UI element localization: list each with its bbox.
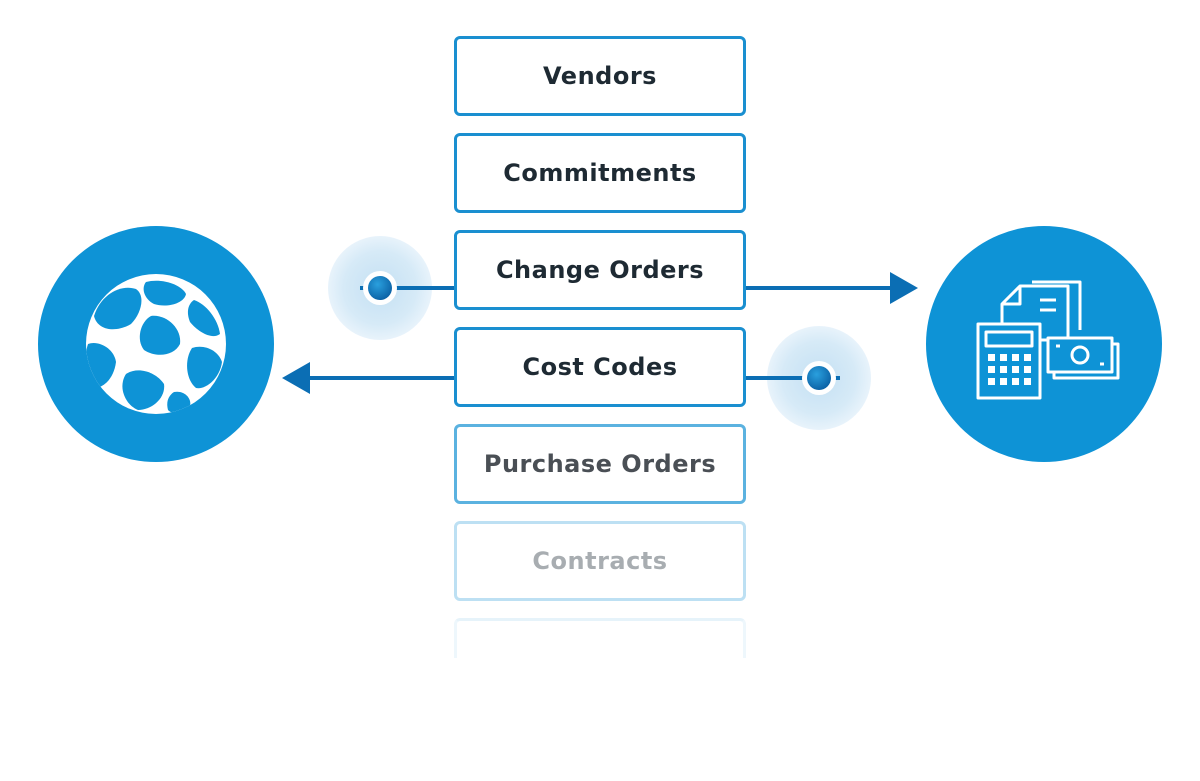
left-arrow-head-icon — [282, 362, 310, 394]
right-inbound-connector — [746, 326, 924, 430]
vendors-label: Vendors — [543, 62, 657, 90]
commitments-box: Commitments — [454, 133, 746, 213]
right-dot — [807, 366, 831, 390]
cost-codes-box: Cost Codes — [454, 327, 746, 407]
right-outbound-arrow — [746, 272, 918, 304]
purchase-orders-box: Purchase Orders — [454, 424, 746, 504]
faded-box — [454, 618, 746, 658]
vendors-box: Vendors — [454, 36, 746, 116]
left-outbound-arrow — [282, 362, 454, 394]
globe-network-icon — [86, 274, 226, 414]
cost-codes-label: Cost Codes — [522, 353, 678, 381]
left-dot — [368, 276, 392, 300]
accounting-calculator-icon — [976, 280, 1120, 400]
commitments-label: Commitments — [503, 159, 697, 187]
contracts-box: Contracts — [454, 521, 746, 601]
change-orders-box: Change Orders — [454, 230, 746, 310]
change-orders-label: Change Orders — [495, 256, 705, 284]
globe-node — [38, 226, 274, 462]
right-arrow-head-icon — [890, 272, 918, 304]
left-inbound-connector — [275, 236, 454, 340]
accounting-node — [926, 226, 1162, 462]
contracts-label: Contracts — [532, 547, 668, 575]
purchase-orders-label: Purchase Orders — [483, 450, 717, 478]
